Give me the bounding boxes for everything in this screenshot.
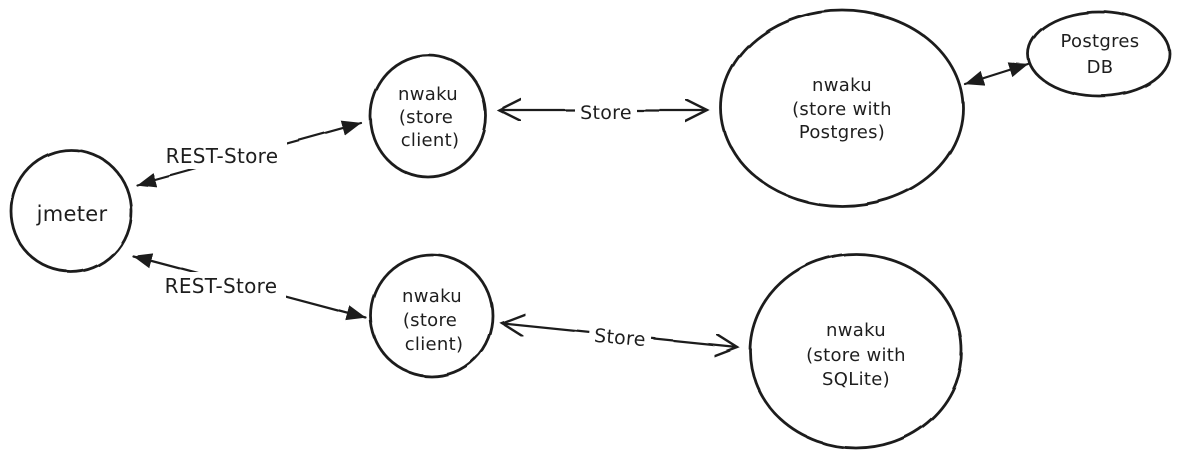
node-postgres-db-label: Postgres DB bbox=[1061, 31, 1140, 78]
svg-text:Postgres): Postgres) bbox=[799, 122, 885, 143]
store-with-sqlite-circle bbox=[748, 252, 964, 450]
node-store-client-bottom-label: nwaku (store client) bbox=[402, 286, 463, 355]
svg-text:jmeter: jmeter bbox=[36, 202, 108, 226]
rest-store-bottom-label: REST-Store bbox=[165, 274, 278, 298]
postgres-db-circle bbox=[1026, 10, 1172, 98]
svg-text:DB: DB bbox=[1087, 57, 1114, 78]
store-top-label: Store bbox=[580, 102, 632, 124]
svg-text:(store with: (store with bbox=[792, 99, 892, 120]
store-top-label-bg bbox=[575, 99, 637, 124]
svg-text:(store: (store bbox=[403, 310, 457, 331]
rest-store-bottom-label-bg bbox=[156, 272, 286, 299]
svg-text:client): client) bbox=[405, 334, 464, 355]
svg-text:nwaku: nwaku bbox=[826, 320, 886, 341]
svg-text:nwaku: nwaku bbox=[398, 84, 458, 105]
rest-store-top-label: REST-Store bbox=[166, 144, 279, 168]
postgres-link-arrow bbox=[963, 62, 1030, 86]
store-with-postgres-circle bbox=[719, 8, 965, 208]
node-labels: jmeter nwaku (store client) nwaku (store… bbox=[36, 31, 1140, 390]
svg-text:nwaku: nwaku bbox=[402, 286, 462, 307]
node-store-client-top-label: nwaku (store client) bbox=[398, 84, 459, 151]
jmeter-circle bbox=[9, 148, 133, 274]
rest-store-top-label-bg bbox=[157, 142, 287, 169]
svg-text:SQLite): SQLite) bbox=[822, 369, 890, 390]
store-client-top-circle bbox=[368, 53, 488, 179]
node-store-with-sqlite-label: nwaku (store with SQLite) bbox=[806, 320, 906, 390]
svg-text:(store with: (store with bbox=[806, 345, 906, 366]
edge-postgres-link bbox=[963, 62, 1030, 86]
node-jmeter-label: jmeter bbox=[36, 202, 108, 226]
svg-text:nwaku: nwaku bbox=[812, 75, 872, 96]
svg-text:(store: (store bbox=[399, 107, 453, 128]
store-bottom-label-bg bbox=[588, 321, 653, 352]
edge-labels: REST-Store REST-Store Store Store bbox=[156, 99, 653, 352]
svg-text:Postgres: Postgres bbox=[1061, 31, 1140, 52]
store-bottom-label: Store bbox=[593, 325, 646, 351]
store-bottom-label-group: Store bbox=[588, 321, 653, 352]
svg-text:client): client) bbox=[401, 130, 460, 151]
store-client-bottom-circle bbox=[369, 253, 495, 379]
node-store-with-postgres-label: nwaku (store with Postgres) bbox=[792, 75, 892, 143]
